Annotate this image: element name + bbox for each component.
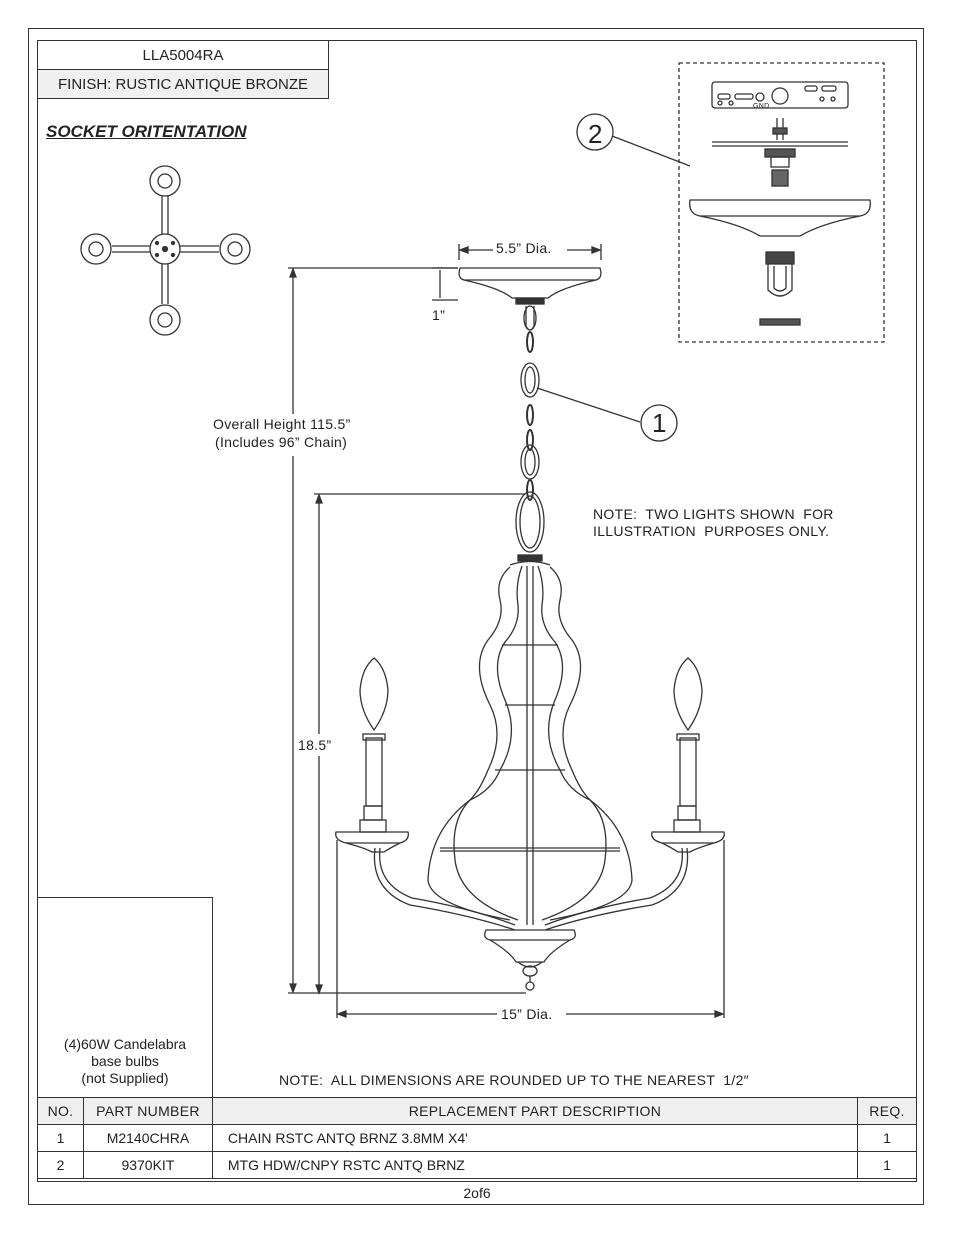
body-height-label: 18.5”	[298, 737, 332, 753]
page-outer-border	[28, 28, 924, 1205]
callout-2: 2	[588, 119, 603, 149]
overall-height-label: Overall Height 115.5”	[213, 416, 351, 432]
fixture-diameter-label: 15” Dia.	[501, 1006, 553, 1022]
note-two-lights-line2: ILLUSTRATION PURPOSES ONLY.	[593, 523, 830, 539]
row-req: 1	[857, 1151, 917, 1179]
socket-orientation-title: SOCKET ORITENTATION	[46, 122, 247, 141]
page-number: 2of6	[463, 1185, 491, 1201]
right-candle	[651, 657, 725, 853]
row-description: MTG HDW/CNPY RSTC ANTQ BRNZ	[211, 1151, 859, 1179]
bulb-caption-line3: (not Supplied)	[81, 1070, 169, 1086]
col-header-description: REPLACEMENT PART DESCRIPTION	[211, 1097, 859, 1125]
bulb-caption: (4)60W Candelabra base bulbs (not Suppli…	[38, 1036, 212, 1087]
row-no: 2	[37, 1151, 84, 1179]
col-header-no: NO.	[37, 1097, 84, 1125]
table-row: 1 M2140CHRA CHAIN RSTC ANTQ BRNZ 3.8MM X…	[37, 1124, 917, 1152]
chain	[515, 305, 678, 553]
bulb-caption-line2: base bulbs	[91, 1053, 159, 1069]
height-dimension-lines	[288, 267, 725, 1018]
row-part-number: 9370KIT	[82, 1151, 213, 1179]
callout-1: 1	[652, 408, 667, 438]
finish-label: FINISH: RUSTIC ANTIQUE BRONZE	[37, 69, 329, 99]
page-inner-border	[37, 40, 917, 1182]
chandelier-body	[427, 554, 633, 925]
left-candle	[335, 657, 409, 853]
bottom-finial	[484, 929, 576, 991]
col-header-req: REQ.	[857, 1097, 917, 1125]
bulb-caption-line1: (4)60W Candelabra	[63, 1036, 187, 1052]
canopy-height-label: 1”	[432, 307, 446, 323]
table-row: 2 9370KIT MTG HDW/CNPY RSTC ANTQ BRNZ 1	[37, 1151, 917, 1179]
canopy-diameter-label: 5.5” Dia.	[496, 240, 552, 256]
row-req: 1	[857, 1124, 917, 1152]
canopy	[458, 267, 602, 305]
note-rounding: NOTE: ALL DIMENSIONS ARE ROUNDED UP TO T…	[279, 1072, 749, 1088]
row-part-number: M2140CHRA	[82, 1124, 213, 1152]
replacement-parts-table: NO. PART NUMBER REPLACEMENT PART DESCRIP…	[37, 1097, 917, 1179]
row-description: CHAIN RSTC ANTQ BRNZ 3.8MM X4'	[211, 1124, 859, 1152]
socket-orientation-diagram	[80, 165, 251, 336]
col-header-part-number: PART NUMBER	[82, 1097, 213, 1125]
bulb-info-box: (4)60W Candelabra base bulbs (not Suppli…	[37, 897, 213, 1099]
table-header-row: NO. PART NUMBER REPLACEMENT PART DESCRIP…	[37, 1097, 917, 1125]
note-two-lights-line1: NOTE: TWO LIGHTS SHOWN FOR	[593, 506, 834, 522]
hardware-detail	[576, 62, 885, 343]
chandelier-arms	[373, 847, 689, 931]
chain-length-label: (Includes 96” Chain)	[215, 434, 348, 450]
gnd-label: GND	[753, 103, 770, 110]
row-no: 1	[37, 1124, 84, 1152]
